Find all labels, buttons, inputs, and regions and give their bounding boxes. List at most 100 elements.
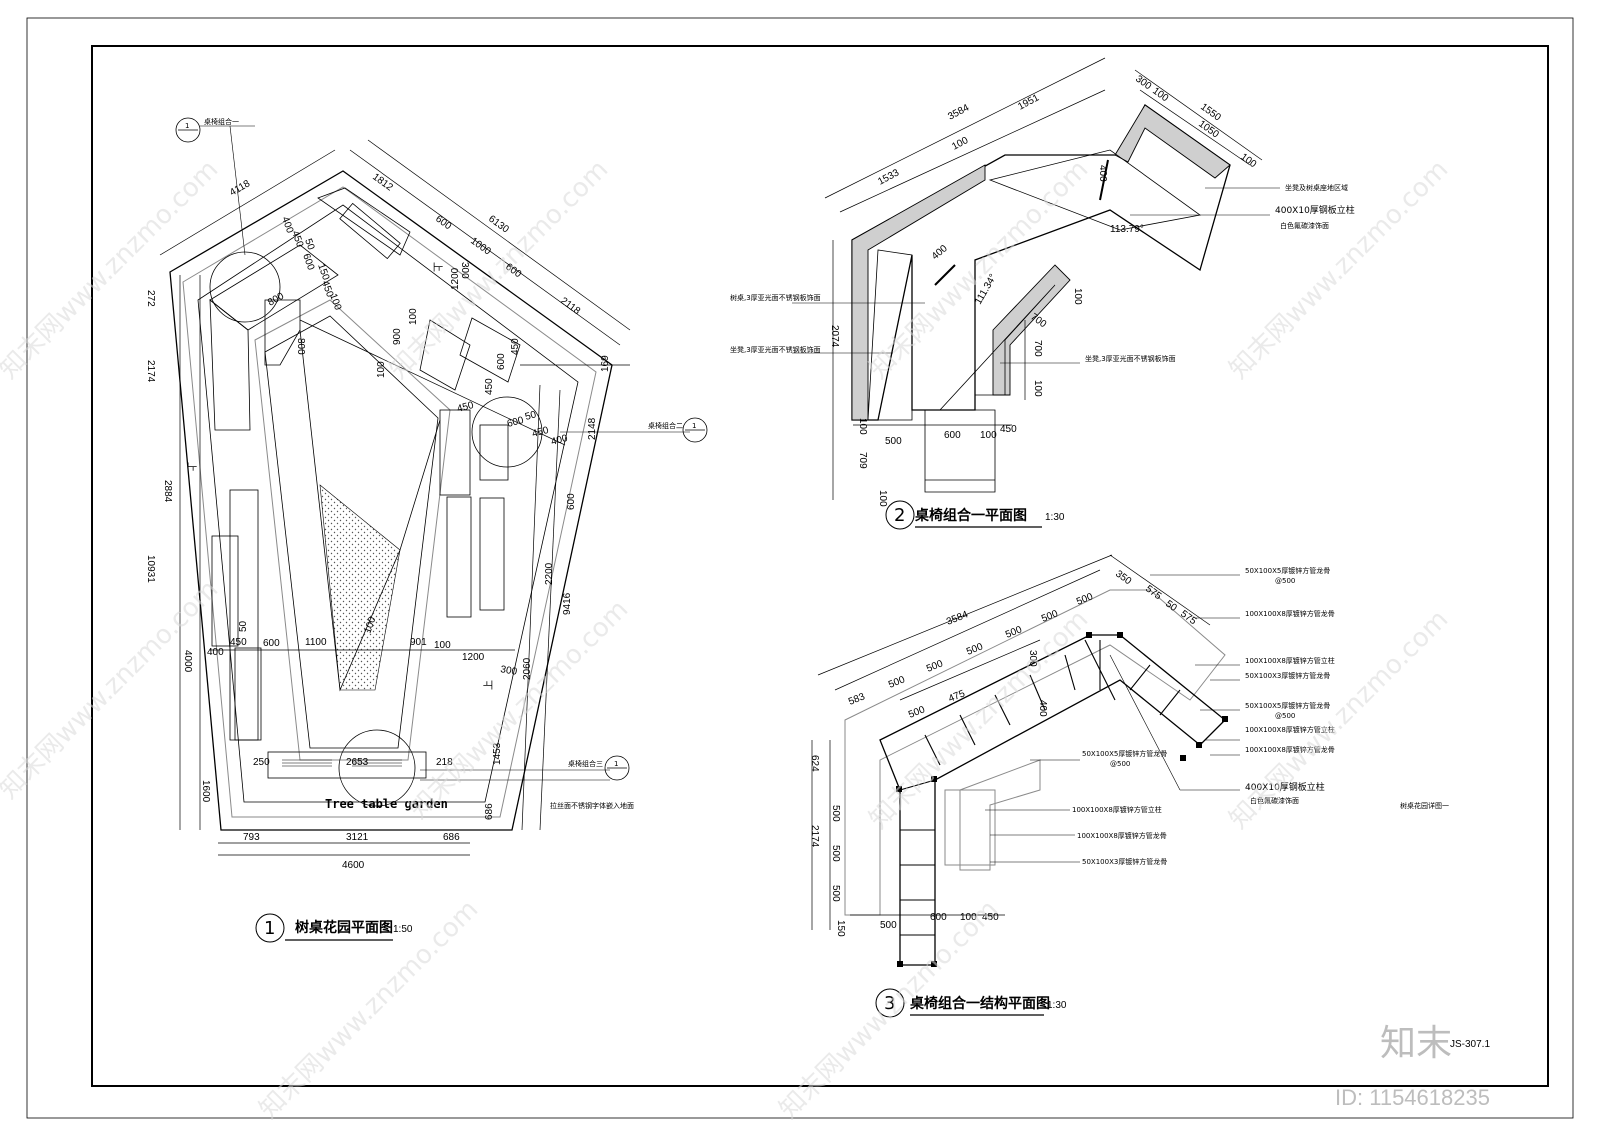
dim-inner-15: 450	[510, 338, 521, 355]
dim-inner-10: 1200	[450, 267, 461, 290]
dim-inner-32: 250	[253, 757, 270, 768]
dim-top-6: 2118	[558, 296, 582, 318]
p3-dim-22: 500	[880, 920, 897, 931]
dim-inner-16: 100	[376, 361, 387, 378]
p2-note-1: 400X10厚钢板立柱	[1275, 204, 1355, 216]
dim-inner-28: 901	[410, 637, 427, 648]
plan1-title-text: 树桌花园平面图	[295, 919, 393, 936]
dim-inner-21: 400	[550, 433, 569, 448]
p3-dim-18: 500	[830, 845, 841, 862]
plan3-number: 3	[884, 993, 895, 1014]
p2-dim-14: 700	[1032, 340, 1043, 357]
plan2-number: 2	[894, 505, 905, 526]
dim-left-1: 2174	[145, 360, 156, 383]
dim-left-2: 2884	[162, 480, 173, 503]
plan2-scale: 1:30	[1045, 512, 1065, 523]
p2-dim-21: 100	[980, 430, 997, 441]
dim-inner-30: 1200	[462, 652, 485, 663]
dim-inner-34: 218	[436, 757, 453, 768]
dim-inner-8: 100	[327, 292, 343, 312]
steel-note: 拉丝面不锈钢字体嵌入地面	[550, 801, 634, 810]
p3-dim-0: 3584	[945, 609, 970, 628]
plan3-notes: 50X100X5厚镀锌方管龙骨 @500 100X100X8厚镀锌方管龙骨 10…	[1072, 566, 1335, 866]
plan1-callouts: 1 桌椅组合一 1 桌椅组合二 1 桌椅组合三 拉丝面不锈钢字体嵌入地面 Tre…	[175, 117, 708, 811]
p3-dim-16: 624	[809, 755, 820, 772]
p2-dim-3: 100	[950, 135, 970, 153]
p3-note-6: @500	[1275, 712, 1295, 720]
dim-right-1: 2148	[587, 417, 598, 440]
brand-logo: 知末	[1380, 1023, 1452, 1064]
p3-dim-13: 475	[947, 688, 967, 705]
p3-note-11: 50X100X5厚镀锌方管龙骨	[1082, 749, 1167, 758]
inner-border	[91, 45, 1549, 1087]
p3-dim-10: 50	[1163, 599, 1179, 615]
p3-note-5: 50X100X5厚镀锌方管龙骨	[1245, 701, 1330, 710]
sheet-note: 树桌花园详图一	[1400, 801, 1449, 810]
callout-2-text: 桌椅组合二	[648, 421, 683, 430]
dim-right-0: 169	[600, 355, 611, 372]
p3-dim-7: 500	[1075, 591, 1095, 608]
p3-note-7: 100X100X8厚镀锌方管立柱	[1245, 725, 1335, 734]
dim-bottom-2: 686	[443, 832, 460, 843]
p2-dim-12: 100	[1072, 288, 1083, 305]
plan1-number: 1	[264, 918, 275, 939]
dim-inner-35: 上	[431, 262, 443, 272]
p3-dim-4: 500	[965, 641, 985, 658]
p3-dim-19: 500	[830, 885, 841, 902]
dim-inner-19: 50	[524, 409, 538, 423]
plan1-scale: 1:50	[393, 924, 413, 935]
dim-inner-29: 100	[434, 640, 451, 651]
image-id: ID: 1154618235	[1335, 1085, 1490, 1110]
p2-angle-0: 113.79°	[1110, 224, 1144, 235]
p3-note-4: 50X100X3厚镀锌方管龙骨	[1245, 671, 1330, 680]
dim-left-0: 272	[145, 290, 156, 307]
dim-top-3: 6130	[486, 214, 511, 236]
plan1-drawing	[159, 125, 690, 856]
p3-dim-25: 450	[982, 912, 999, 923]
p2-dim-1: 1951	[1016, 92, 1041, 112]
dim-inner-2: 50	[302, 237, 316, 252]
p3-note-9: 400X10厚钢板立柱	[1245, 781, 1325, 793]
plan3-scale: 1:30	[1047, 1000, 1067, 1011]
dim-inner-14: 600	[496, 353, 507, 370]
p2-dim-11: 2074	[829, 325, 840, 348]
outer-border	[26, 17, 1574, 1119]
dim-top-4: 1000	[468, 236, 493, 258]
dim-right-4: 9416	[562, 592, 573, 615]
dim-left-3: 10931	[145, 555, 156, 583]
plan2-title-text: 桌椅组合一平面图	[915, 507, 1027, 524]
p2-dim-20: 600	[944, 430, 961, 441]
dim-bottom-0: 793	[243, 832, 260, 843]
dim-inner-6: 800	[266, 291, 286, 309]
sheet-code: JS-307.1	[1450, 1039, 1490, 1050]
dim-inner-1: 450	[289, 229, 305, 249]
watermark-text: 知末网www.znzmo.com	[1224, 604, 1455, 835]
p3-dim-20: 2174	[809, 825, 820, 848]
plan3-drawing	[811, 554, 1240, 967]
plan3-bench-sketch	[944, 789, 996, 866]
plan2-title: 2 桌椅组合一平面图 1:30	[885, 500, 1065, 530]
p3-dim-8: 350	[1113, 569, 1133, 588]
watermark-text: 知末网www.znzmo.com	[384, 154, 615, 385]
garden-label: Tree table garden	[325, 797, 448, 811]
watermark-text: 知末网www.znzmo.com	[864, 604, 1095, 835]
p2-dim-0: 3584	[946, 102, 971, 122]
p2-note-5: 坐凳,3厚亚光面不锈钢板饰面	[1085, 354, 1176, 363]
dim-right-5: 2060	[522, 657, 533, 680]
dim-inner-23: 400	[207, 647, 224, 658]
p3-note-14: 100X100X8厚镀锌方管龙骨	[1077, 831, 1167, 840]
p3-dim-2: 500	[887, 674, 907, 691]
p2-note-0: 坐凳及树桌座地区域	[1285, 183, 1348, 192]
p3-note-1: @500	[1275, 577, 1295, 585]
watermark-text: 知末网www.znzmo.com	[0, 574, 224, 805]
p2-dim-16: 100	[857, 418, 868, 435]
p3-dim-23: 600	[930, 912, 947, 923]
planting-hatch	[319, 484, 401, 691]
p3-note-10: 白色氟碳漆饰面	[1250, 796, 1299, 805]
watermark-layer: 知末网www.znzmo.com 知末网www.znzmo.com 知末网www…	[0, 154, 1454, 1125]
plan3-title-text: 桌椅组合一结构平面图	[910, 995, 1050, 1012]
p2-dim-8: 100	[1238, 152, 1258, 171]
dim-inner-12: 100	[408, 308, 419, 325]
plan1-title: 1 树桌花园平面图 1:50	[255, 913, 413, 943]
dim-bottom-3: 4600	[342, 860, 365, 871]
